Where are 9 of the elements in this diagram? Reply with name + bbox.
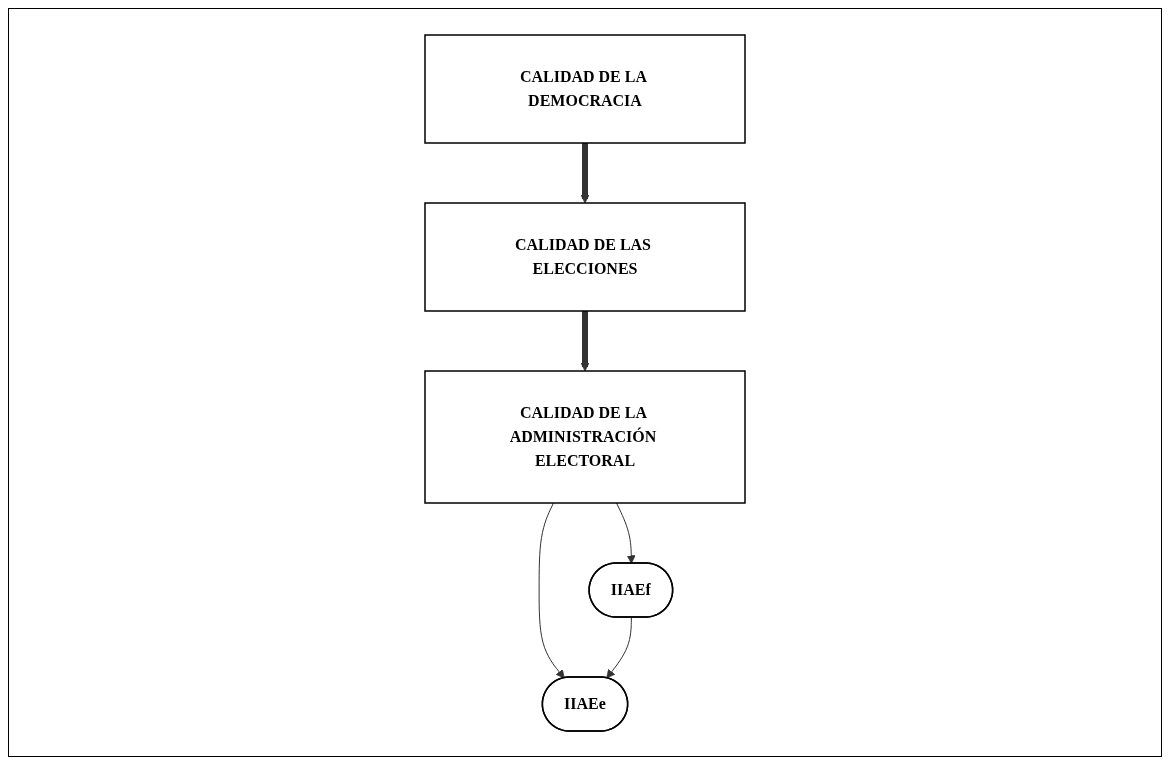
arrow — [580, 310, 590, 371]
figure-frame: CALIDAD DE LA DEMOCRACIA CALIDAD DE LAS ELECCIONES CALIDAD DE LA ADMINISTRACIÓN ELECTORAL IIAEf IIAEe — [8, 8, 1162, 757]
arrow — [606, 616, 632, 678]
node-box — [424, 33, 746, 144]
arrow — [538, 502, 565, 678]
node-box — [424, 369, 746, 504]
arrow — [616, 502, 636, 564]
node-box — [424, 201, 746, 312]
arrow — [580, 142, 590, 203]
